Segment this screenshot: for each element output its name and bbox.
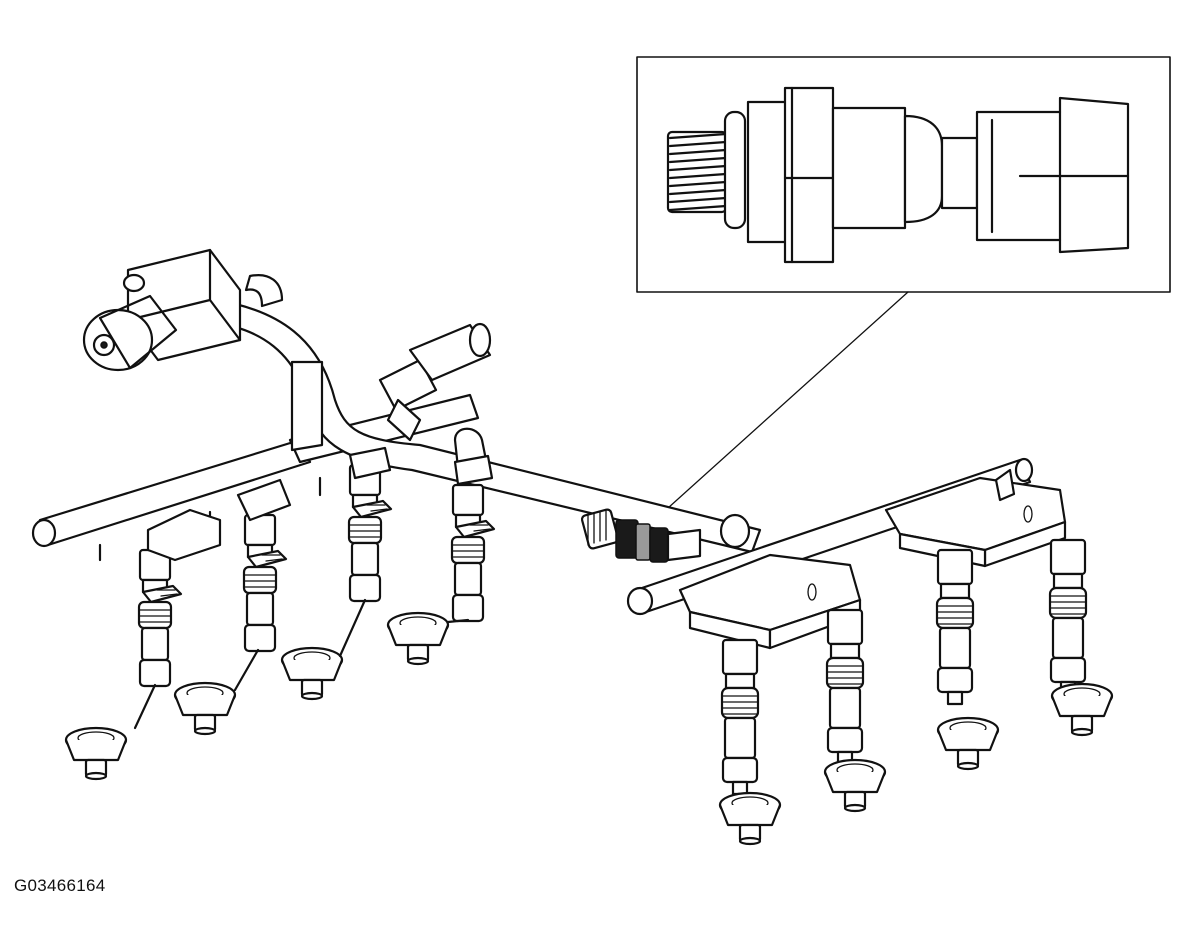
- sensor-thread: [666, 130, 728, 214]
- sensor-connector: [975, 96, 1130, 254]
- injector-right-4: [1048, 538, 1088, 696]
- injector-left-3: [347, 463, 393, 603]
- sensor-oring: [723, 110, 747, 230]
- fuel-pressure-sensor: [580, 508, 702, 563]
- fuel-rail-assembly: [31, 248, 1114, 846]
- left-rail-support: [290, 360, 324, 452]
- rail-end-cap: [719, 513, 751, 549]
- injector-cup-right-4: [1050, 682, 1114, 737]
- sensor-detail-inset: [636, 56, 1171, 527]
- injector-left-4: [450, 483, 496, 623]
- injector-left-2: [242, 513, 288, 653]
- injector-cup-left-1: [64, 726, 128, 781]
- figure-id-label: G03466164: [14, 876, 106, 895]
- sensor-barrel: [831, 106, 907, 230]
- injector-left-1: [137, 548, 183, 688]
- leader-line: [647, 291, 909, 527]
- injector-right-2: [825, 608, 865, 766]
- injector-cup-left-2: [173, 681, 237, 736]
- injector-right-3: [935, 548, 975, 706]
- injector-cup-right-2: [823, 758, 887, 813]
- sensor-neck: [940, 136, 979, 210]
- left-bank-injectors: [64, 446, 496, 781]
- pressure-damper: [82, 248, 284, 372]
- injector-cup-left-3: [280, 646, 344, 701]
- injector-right-1: [720, 638, 760, 796]
- injector-cup-right-3: [936, 716, 1000, 771]
- injector-cup-right-1: [718, 791, 782, 846]
- temperature-sensor: [378, 322, 492, 442]
- sensor-hex: [783, 86, 835, 264]
- injector-cup-left-4: [386, 611, 450, 666]
